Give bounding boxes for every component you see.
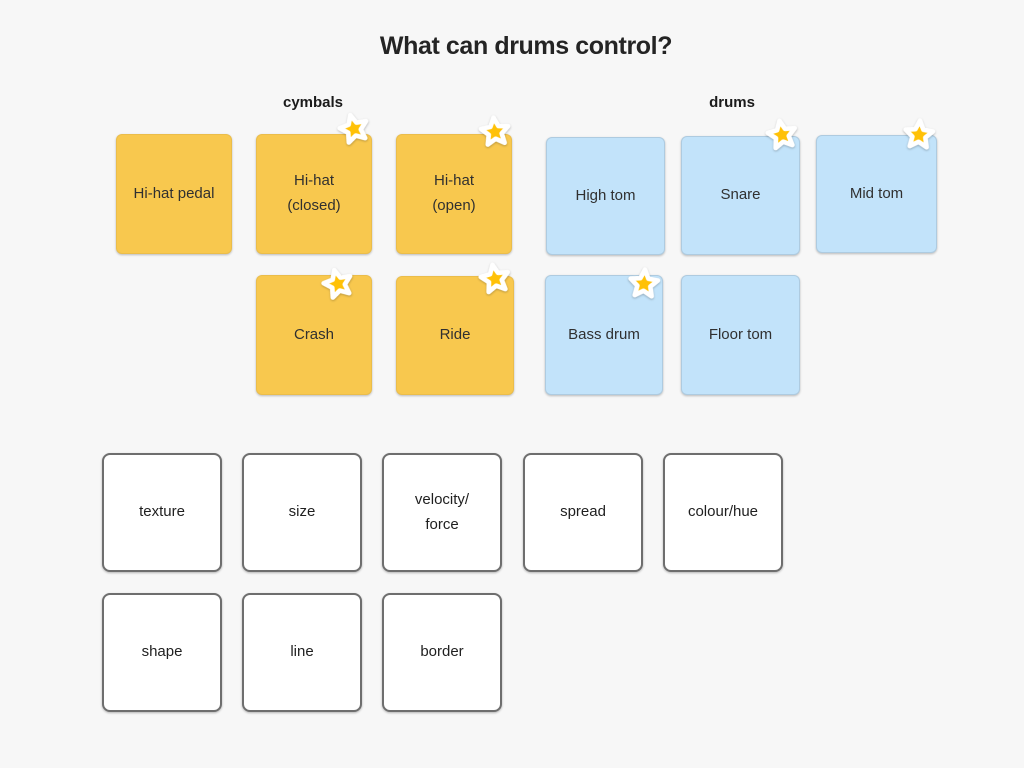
card-label: shape <box>141 643 183 661</box>
group-label-cymbals: cymbals <box>282 94 344 111</box>
group-label-drums: drums <box>709 94 755 111</box>
card-label: Hi-hat (closed) <box>287 172 341 214</box>
pool-card-line[interactable]: line <box>242 593 362 712</box>
pool-card-shape[interactable]: shape <box>102 593 222 712</box>
card-label: High tom <box>575 186 636 204</box>
pool-card-size[interactable]: size <box>242 453 362 572</box>
card-label: line <box>290 643 314 661</box>
card-snare[interactable]: Snare <box>681 118 800 255</box>
card-label: Hi-hat pedal <box>133 184 215 202</box>
card-label: Hi-hat (open) <box>432 172 476 214</box>
card-hi-hat-open[interactable]: Hi-hat (open) <box>396 115 512 254</box>
card-label: Snare <box>720 186 761 204</box>
card-hi-hat-closed[interactable]: Hi-hat (closed) <box>256 112 372 254</box>
card-label: colour/hue <box>687 503 759 521</box>
card-hi-hat-pedal[interactable]: Hi-hat pedal <box>116 134 232 254</box>
card-label: Crash <box>293 325 334 343</box>
card-label: Floor tom <box>708 325 773 343</box>
pool-card-spread[interactable]: spread <box>523 453 643 572</box>
card-label: spread <box>560 503 606 521</box>
card-bass-drum[interactable]: Bass drum <box>545 267 663 395</box>
star-icon <box>337 112 369 145</box>
star-icon <box>478 262 511 295</box>
pool-card-border[interactable]: border <box>382 593 502 712</box>
card-label: Bass drum <box>568 325 640 343</box>
page-title: What can drums control? <box>379 32 673 60</box>
card-floor-tom[interactable]: Floor tom <box>681 275 800 395</box>
star-icon <box>765 118 798 151</box>
card-ride[interactable]: Ride <box>396 262 514 395</box>
card-crash[interactable]: Crash <box>256 267 372 395</box>
star-icon <box>903 118 936 150</box>
pool-card-colour-hue[interactable]: colour/hue <box>663 453 783 572</box>
pool-card-velocity-force[interactable]: velocity/ force <box>382 453 502 572</box>
pool-card-texture[interactable]: texture <box>102 453 222 572</box>
card-label: texture <box>139 503 185 521</box>
card-label: size <box>288 503 316 521</box>
star-icon <box>321 267 353 300</box>
card-label: Ride <box>439 326 471 344</box>
card-label: velocity/ force <box>414 490 470 533</box>
star-icon <box>628 267 661 299</box>
star-icon <box>478 115 511 147</box>
card-label: border <box>420 643 464 661</box>
card-high-tom[interactable]: High tom <box>546 137 665 255</box>
card-label: Mid tom <box>849 184 904 202</box>
card-mid-tom[interactable]: Mid tom <box>816 118 937 253</box>
